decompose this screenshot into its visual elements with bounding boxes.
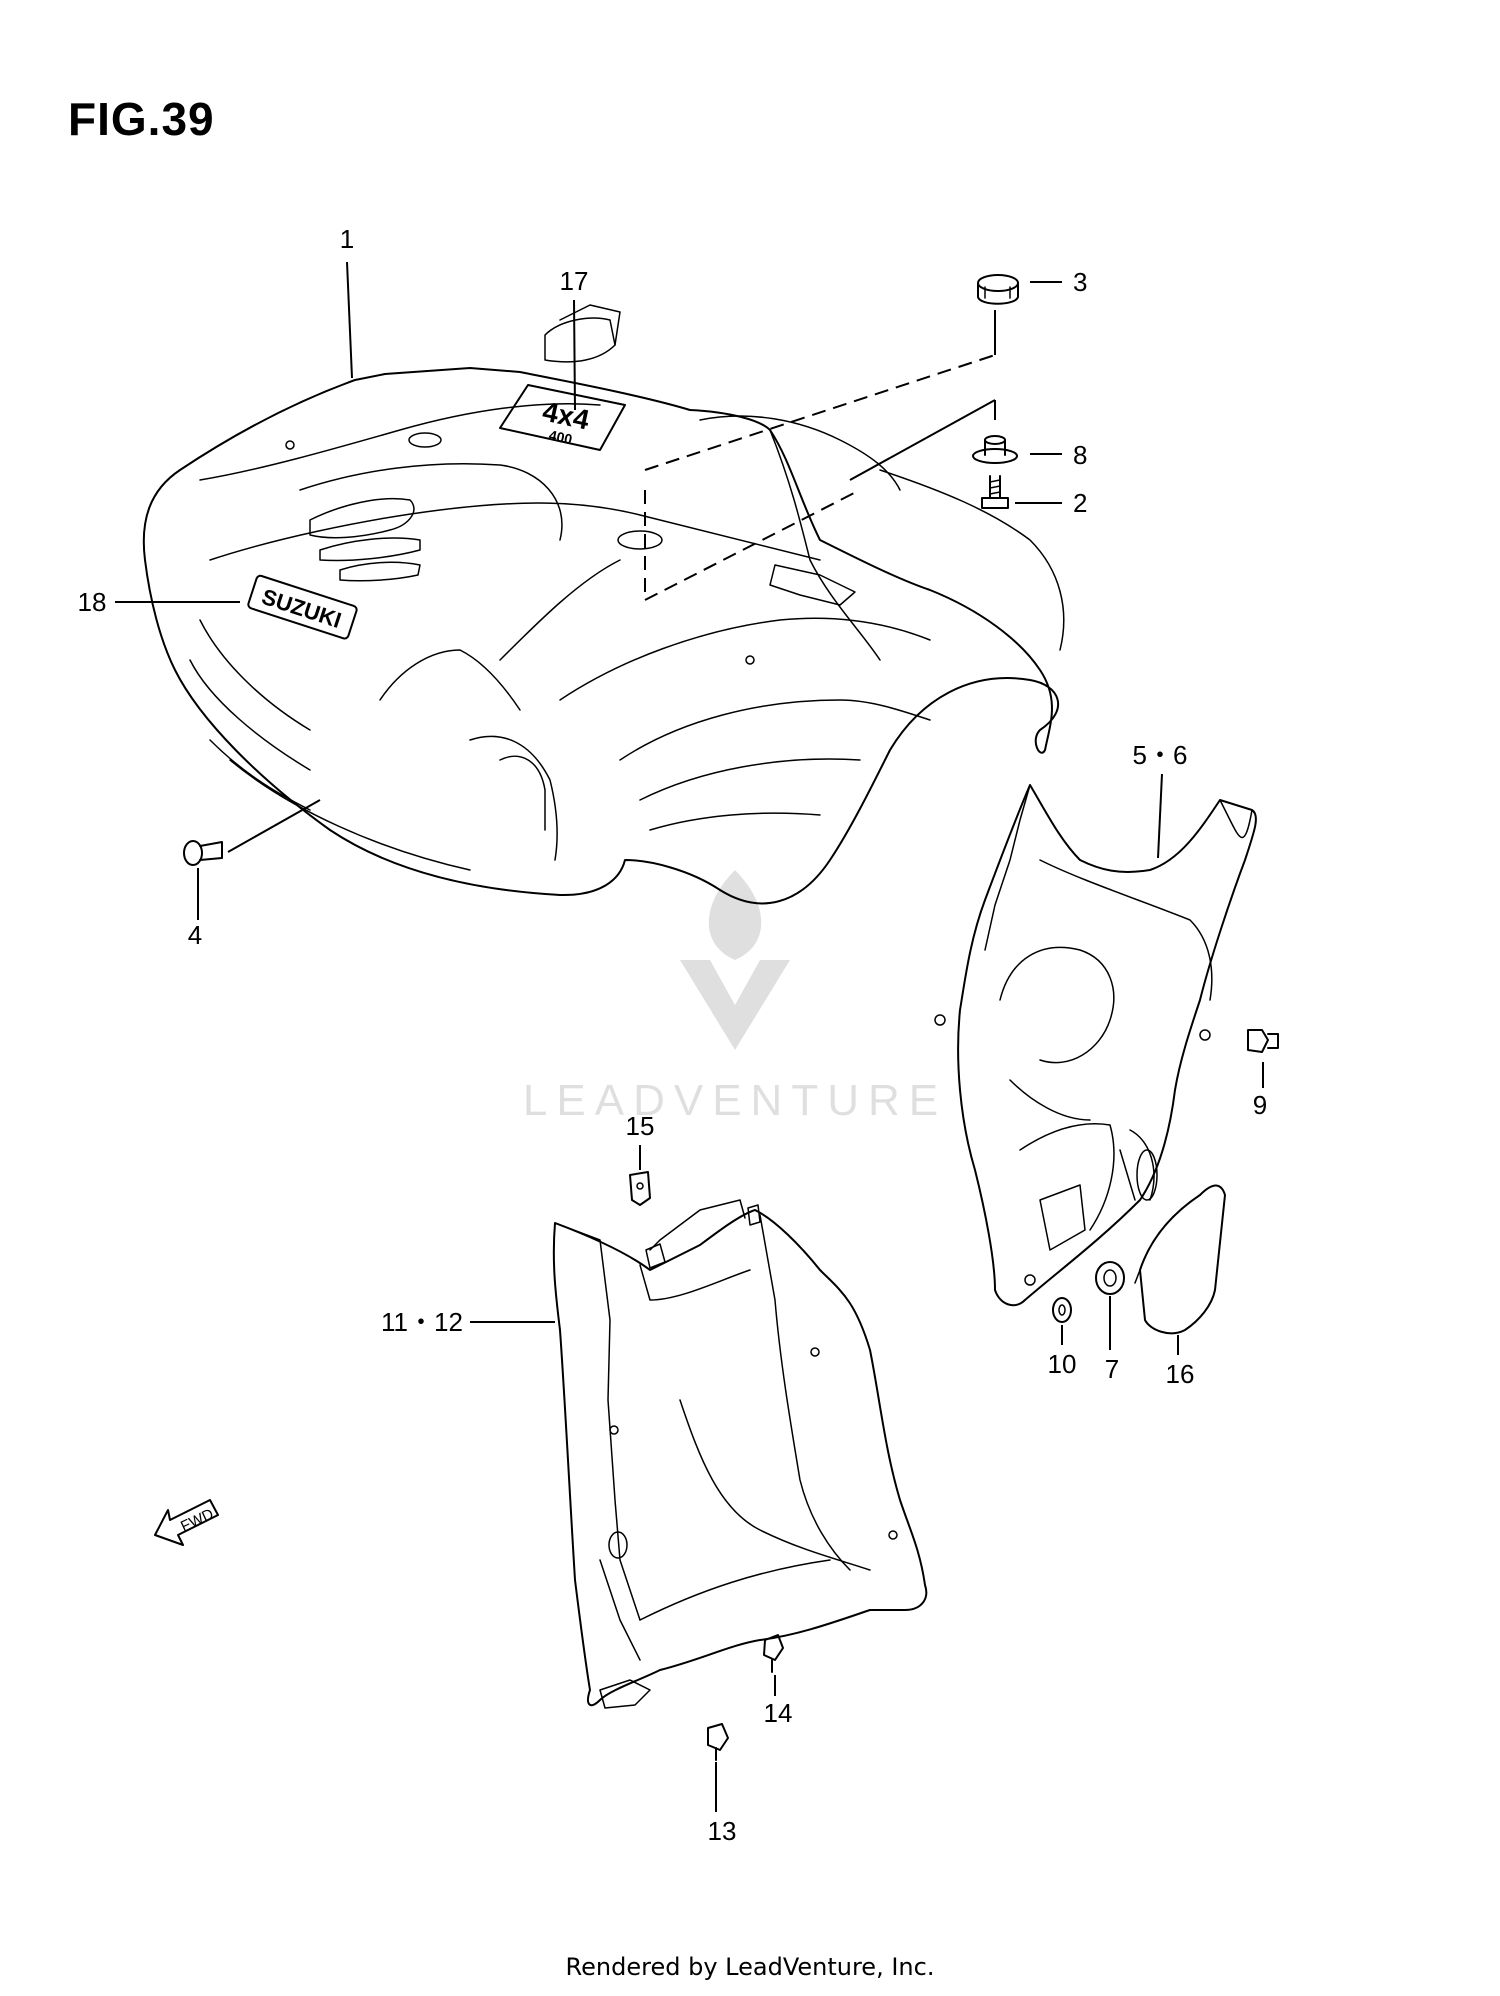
- callouts: 1 17 3 8 2 18 4 5・6 9 15 11・12 10 7 16 1…: [78, 224, 1268, 1846]
- part-17-4x4-decal[interactable]: 4x4 400: [499, 384, 626, 451]
- callout-2: 2: [1073, 488, 1087, 518]
- part-18-suzuki-emblem[interactable]: SUZUKI: [247, 574, 358, 640]
- watermark-text: LEADVENTURE: [523, 1076, 947, 1125]
- footer-credit: Rendered by LeadVenture, Inc.: [565, 1953, 935, 1981]
- part-14-clip[interactable]: [763, 1634, 784, 1673]
- part-1-front-fender[interactable]: [142, 304, 1065, 905]
- part-15-clip-nut[interactable]: [629, 1171, 651, 1206]
- part-4-screw[interactable]: [183, 840, 223, 866]
- fwd-arrow-icon: FWD: [154, 1499, 219, 1546]
- grommet-hole: [617, 530, 663, 550]
- callout-5-6: 5・6: [1133, 740, 1188, 770]
- callout-8: 8: [1073, 440, 1087, 470]
- watermark-v-icon: [680, 960, 790, 1050]
- part-5-6-inner-guard[interactable]: [934, 784, 1257, 1307]
- callout-17: 17: [560, 266, 589, 296]
- callout-11-12: 11・12: [381, 1307, 463, 1337]
- callout-7: 7: [1105, 1354, 1119, 1384]
- part-8-collar[interactable]: [972, 435, 1018, 464]
- callout-15: 15: [626, 1111, 655, 1141]
- callout-10: 10: [1048, 1349, 1077, 1379]
- callout-9: 9: [1253, 1090, 1267, 1120]
- part-2-bolt[interactable]: [981, 475, 1009, 509]
- part-9-clip[interactable]: [1247, 1029, 1279, 1053]
- part-16-cover[interactable]: [1134, 1184, 1226, 1335]
- part-7-grommet[interactable]: [1095, 1261, 1125, 1295]
- part-13-clip[interactable]: [707, 1723, 729, 1761]
- callout-4: 4: [188, 920, 202, 950]
- callout-14: 14: [764, 1698, 793, 1728]
- fwd-label: FWD: [178, 1505, 216, 1535]
- callout-13: 13: [708, 1816, 737, 1846]
- part-11-12-mud-guard[interactable]: [552, 1199, 928, 1709]
- callout-1: 1: [340, 224, 354, 254]
- callout-3: 3: [1073, 267, 1087, 297]
- part-10-washer[interactable]: [1052, 1297, 1072, 1323]
- leader-lines: [115, 261, 1264, 1812]
- callout-18: 18: [78, 587, 107, 617]
- decal-displacement-text: 400: [548, 427, 574, 448]
- watermark-flame-icon: [708, 870, 762, 960]
- part-3-grommet[interactable]: [977, 274, 1019, 305]
- watermark: LEADVENTURE: [523, 870, 947, 1125]
- callout-16: 16: [1166, 1359, 1195, 1389]
- figure-title: FIG.39: [68, 93, 215, 145]
